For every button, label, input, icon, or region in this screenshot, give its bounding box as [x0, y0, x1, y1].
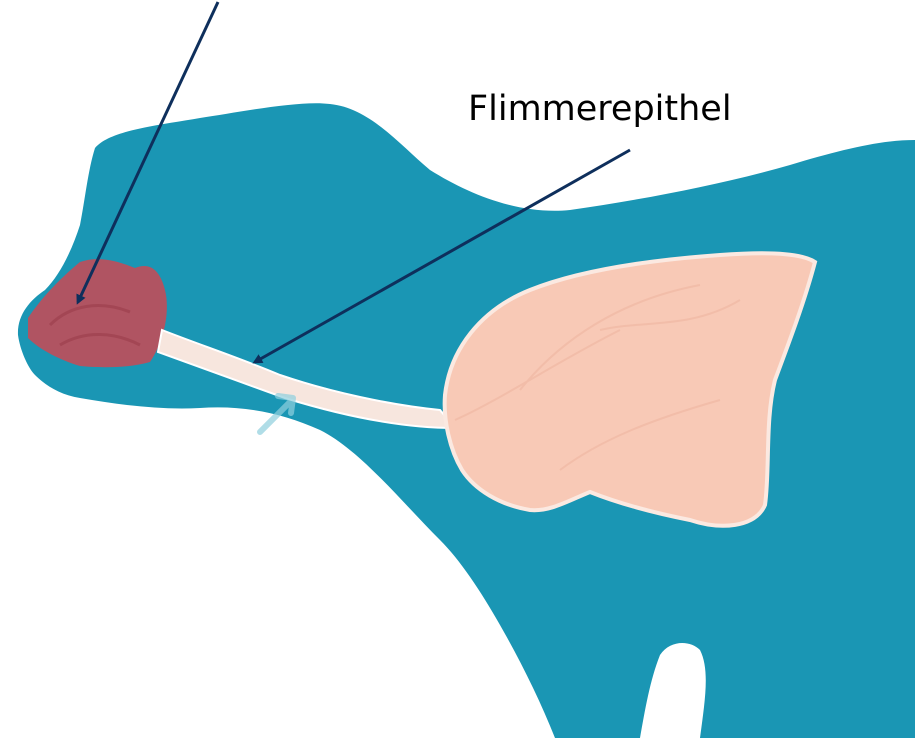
flimmerepithel-label: Flimmerepithel: [468, 92, 732, 127]
nasal-turbinate-region: [28, 259, 167, 367]
